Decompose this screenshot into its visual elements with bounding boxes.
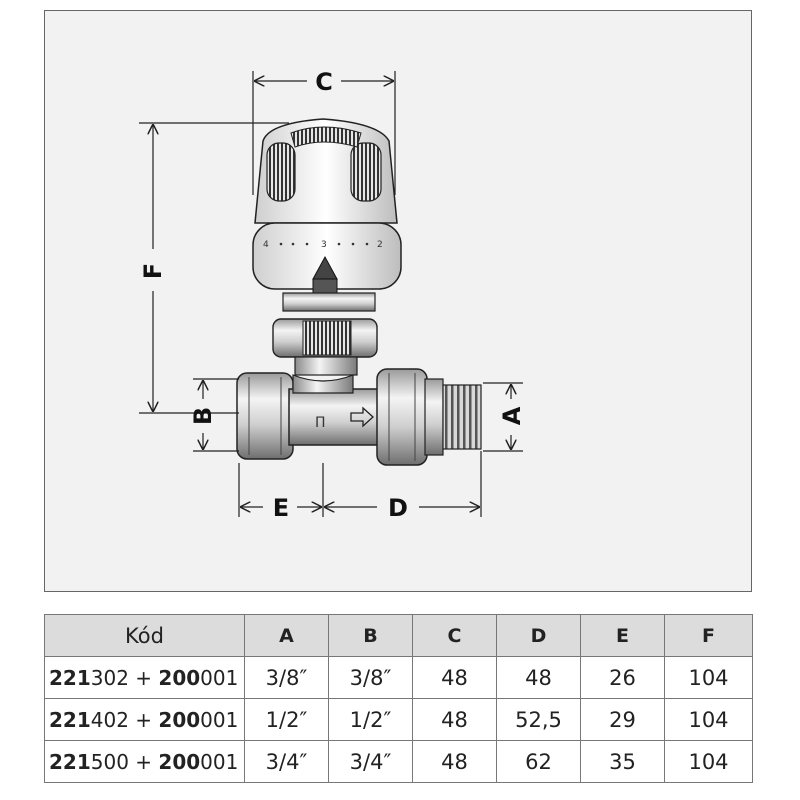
dimension-d-label: D — [388, 494, 408, 522]
dimensions-table: Kód A B C D E F 221302 + 200001 3/8″ 3/8… — [44, 614, 753, 783]
table-row: 221402 + 200001 1/2″ 1/2″ 48 52,5 29 104 — [44, 698, 753, 741]
header-b: B — [328, 614, 413, 657]
cell-e: 26 — [580, 656, 665, 699]
table-header-row: Kód A B C D E F — [44, 614, 753, 657]
dimension-a: A — [483, 382, 526, 452]
table-row: 221302 + 200001 3/8″ 3/8″ 48 48 26 104 — [44, 656, 753, 699]
cell-a: 3/8″ — [244, 656, 329, 699]
dimension-e-label: E — [273, 494, 289, 522]
dimension-b-label: B — [189, 407, 217, 425]
valve-body: Π — [236, 368, 482, 466]
dimension-d: D — [325, 451, 482, 522]
product-code-cell: 221500 + 200001 — [44, 740, 245, 783]
cell-b: 3/8″ — [328, 656, 413, 699]
thermostatic-head: 4 3 2 — [252, 118, 402, 302]
cell-f: 104 — [664, 698, 753, 741]
dial-tick-3: 3 — [321, 240, 327, 250]
cell-a: 1/2″ — [244, 698, 329, 741]
cell-c: 48 — [412, 698, 497, 741]
cell-e: 35 — [580, 740, 665, 783]
header-e: E — [580, 614, 665, 657]
header-d: D — [496, 614, 581, 657]
dimension-a-label: A — [498, 406, 526, 425]
dimension-f-label: F — [139, 263, 167, 279]
valve-drawing: 4 3 2 Π — [139, 68, 526, 522]
cell-b: 3/4″ — [328, 740, 413, 783]
dimension-f: F — [139, 122, 289, 414]
dimension-c-label: C — [315, 68, 333, 96]
product-code-cell: 221402 + 200001 — [44, 698, 245, 741]
dimension-c: C — [252, 68, 396, 195]
dimension-b: B — [189, 378, 239, 452]
cell-d: 52,5 — [496, 698, 581, 741]
dimension-e: E — [238, 463, 324, 522]
coupling-nut — [272, 292, 378, 376]
cell-d: 62 — [496, 740, 581, 783]
cell-c: 48 — [412, 740, 497, 783]
table-row: 221500 + 200001 3/4″ 3/4″ 48 62 35 104 — [44, 740, 753, 783]
dial-tick-2: 2 — [377, 240, 383, 250]
header-c: C — [412, 614, 497, 657]
svg-text:Π: Π — [315, 415, 326, 431]
cell-f: 104 — [664, 740, 753, 783]
dial-tick-4: 4 — [263, 240, 269, 250]
cell-a: 3/4″ — [244, 740, 329, 783]
cell-c: 48 — [412, 656, 497, 699]
header-f: F — [664, 614, 753, 657]
product-code-cell: 221302 + 200001 — [44, 656, 245, 699]
cell-f: 104 — [664, 656, 753, 699]
cell-b: 1/2″ — [328, 698, 413, 741]
header-a: A — [244, 614, 329, 657]
cell-e: 29 — [580, 698, 665, 741]
valve-drawing-panel: 4 3 2 Π — [44, 10, 752, 592]
header-code: Kód — [44, 614, 245, 657]
cell-d: 48 — [496, 656, 581, 699]
